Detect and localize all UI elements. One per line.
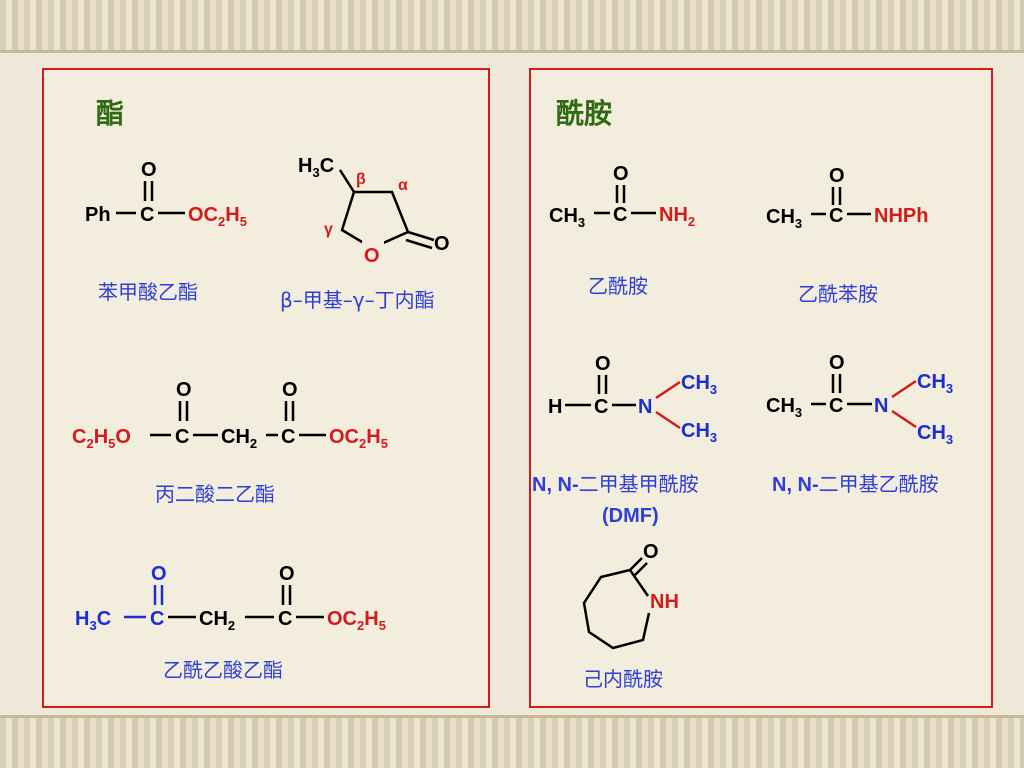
- atom-h: H: [548, 396, 562, 418]
- atom-h3c: H3C: [298, 155, 334, 180]
- structure-acetamide: O CH3 C NH2: [549, 163, 695, 230]
- atom-ch3: CH3: [766, 395, 802, 420]
- structure-dma: O CH3 C N CH3 CH3: [766, 352, 953, 447]
- caption-ethyl-acetoacetate: 乙酰乙酸乙酯: [163, 658, 283, 682]
- atom-c-left: C: [175, 426, 189, 448]
- decorative-bottom-border: [0, 718, 1024, 768]
- caption-dma-name: 二甲基乙酰胺: [818, 472, 939, 496]
- ester-heading: 酯: [96, 97, 125, 130]
- atom-ring-o: O: [364, 245, 380, 267]
- atom-o: O: [829, 165, 845, 187]
- decorative-top-border: [0, 0, 1024, 50]
- atom-ch2: CH2: [221, 426, 257, 451]
- label-alpha: α: [398, 177, 408, 194]
- atom-nh2: NH2: [659, 204, 695, 229]
- atom-carbonyl-o: O: [434, 233, 450, 255]
- caption-dmf-name: 二甲基甲酰胺: [578, 472, 699, 496]
- structure-ethyl-benzoate: O Ph C OC2H5: [85, 159, 247, 229]
- caption-dmf: N, N-二甲基甲酰胺: [532, 468, 699, 497]
- atom-o-ester: O: [279, 563, 295, 585]
- caption-lactone: β–甲基–γ–丁内酯: [280, 288, 435, 312]
- atom-c: C: [594, 396, 608, 418]
- caption-caprolactam: 己内酰胺: [583, 667, 663, 691]
- caption-ethyl-benzoate: 苯甲酸乙酯: [98, 280, 198, 304]
- structure-ethyl-acetoacetate: O O H3C C CH2 C OC2H5: [75, 563, 386, 633]
- atom-oc2h5: OC2H5: [329, 426, 388, 451]
- label-gamma: γ: [324, 221, 333, 238]
- structure-dmf: O H C N CH3 CH3: [548, 353, 717, 445]
- caption-dma: N, N-二甲基乙酰胺: [772, 468, 939, 497]
- atom-ch3-bottom: CH3: [917, 422, 953, 447]
- top-border-line: [0, 50, 1024, 53]
- atom-ch2: CH2: [199, 608, 235, 633]
- atom-n: N: [874, 395, 888, 417]
- caption-dmf-abbr: (DMF): [602, 503, 659, 528]
- atom-h3c: H3C: [75, 608, 111, 633]
- structure-acetanilide: O CH3 C NHPh: [766, 165, 928, 231]
- atom-ch3: CH3: [549, 205, 585, 230]
- atom-c: C: [829, 205, 843, 227]
- atom-o-keto: O: [151, 563, 167, 585]
- structure-lactone: H3C O O β α γ: [298, 155, 450, 267]
- atom-oc2h5: OC2H5: [188, 204, 247, 229]
- atom-oc2h5: OC2H5: [327, 608, 386, 633]
- atom-o: O: [829, 352, 845, 374]
- atom-nh: NH: [650, 591, 679, 613]
- bottom-border-line: [0, 715, 1024, 718]
- caption-dmf-abbr-text: (DMF): [602, 505, 659, 527]
- ester-panel: [42, 68, 490, 708]
- caption-diethyl-malonate: 丙二酸二乙酯: [155, 482, 275, 506]
- atom-c: C: [613, 204, 627, 226]
- atom-ph: Ph: [85, 204, 111, 226]
- caption-dmf-prefix: N, N-: [532, 474, 579, 496]
- atom-nhph: NHPh: [874, 205, 928, 227]
- atom-o: O: [141, 159, 157, 181]
- atom-c2h5o: C2H5O: [72, 426, 131, 451]
- atom-ch3: CH3: [766, 206, 802, 231]
- atom-o-left: O: [176, 379, 192, 401]
- atom-c-keto: C: [150, 608, 164, 630]
- atom-c-ester: C: [278, 608, 292, 630]
- atom-c: C: [140, 204, 154, 226]
- label-beta: β: [356, 171, 366, 188]
- caption-acetanilide: 乙酰苯胺: [798, 282, 878, 306]
- atom-ch3-bottom: CH3: [681, 420, 717, 445]
- atom-ch3-top: CH3: [917, 371, 953, 396]
- atom-c-right: C: [281, 426, 295, 448]
- atom-o: O: [643, 541, 659, 563]
- atom-o: O: [613, 163, 629, 185]
- atom-n: N: [638, 396, 652, 418]
- atom-o-right: O: [282, 379, 298, 401]
- atom-ch3-top: CH3: [681, 372, 717, 397]
- structure-diethyl-malonate: O O C2H5O C CH2 C OC2H5: [72, 379, 388, 451]
- caption-acetamide: 乙酰胺: [588, 274, 648, 298]
- structure-caprolactam: O NH: [582, 541, 679, 650]
- atom-o: O: [595, 353, 611, 375]
- caption-dma-prefix: N, N-: [772, 474, 819, 496]
- amide-heading: 酰胺: [556, 97, 613, 130]
- atom-c: C: [829, 395, 843, 417]
